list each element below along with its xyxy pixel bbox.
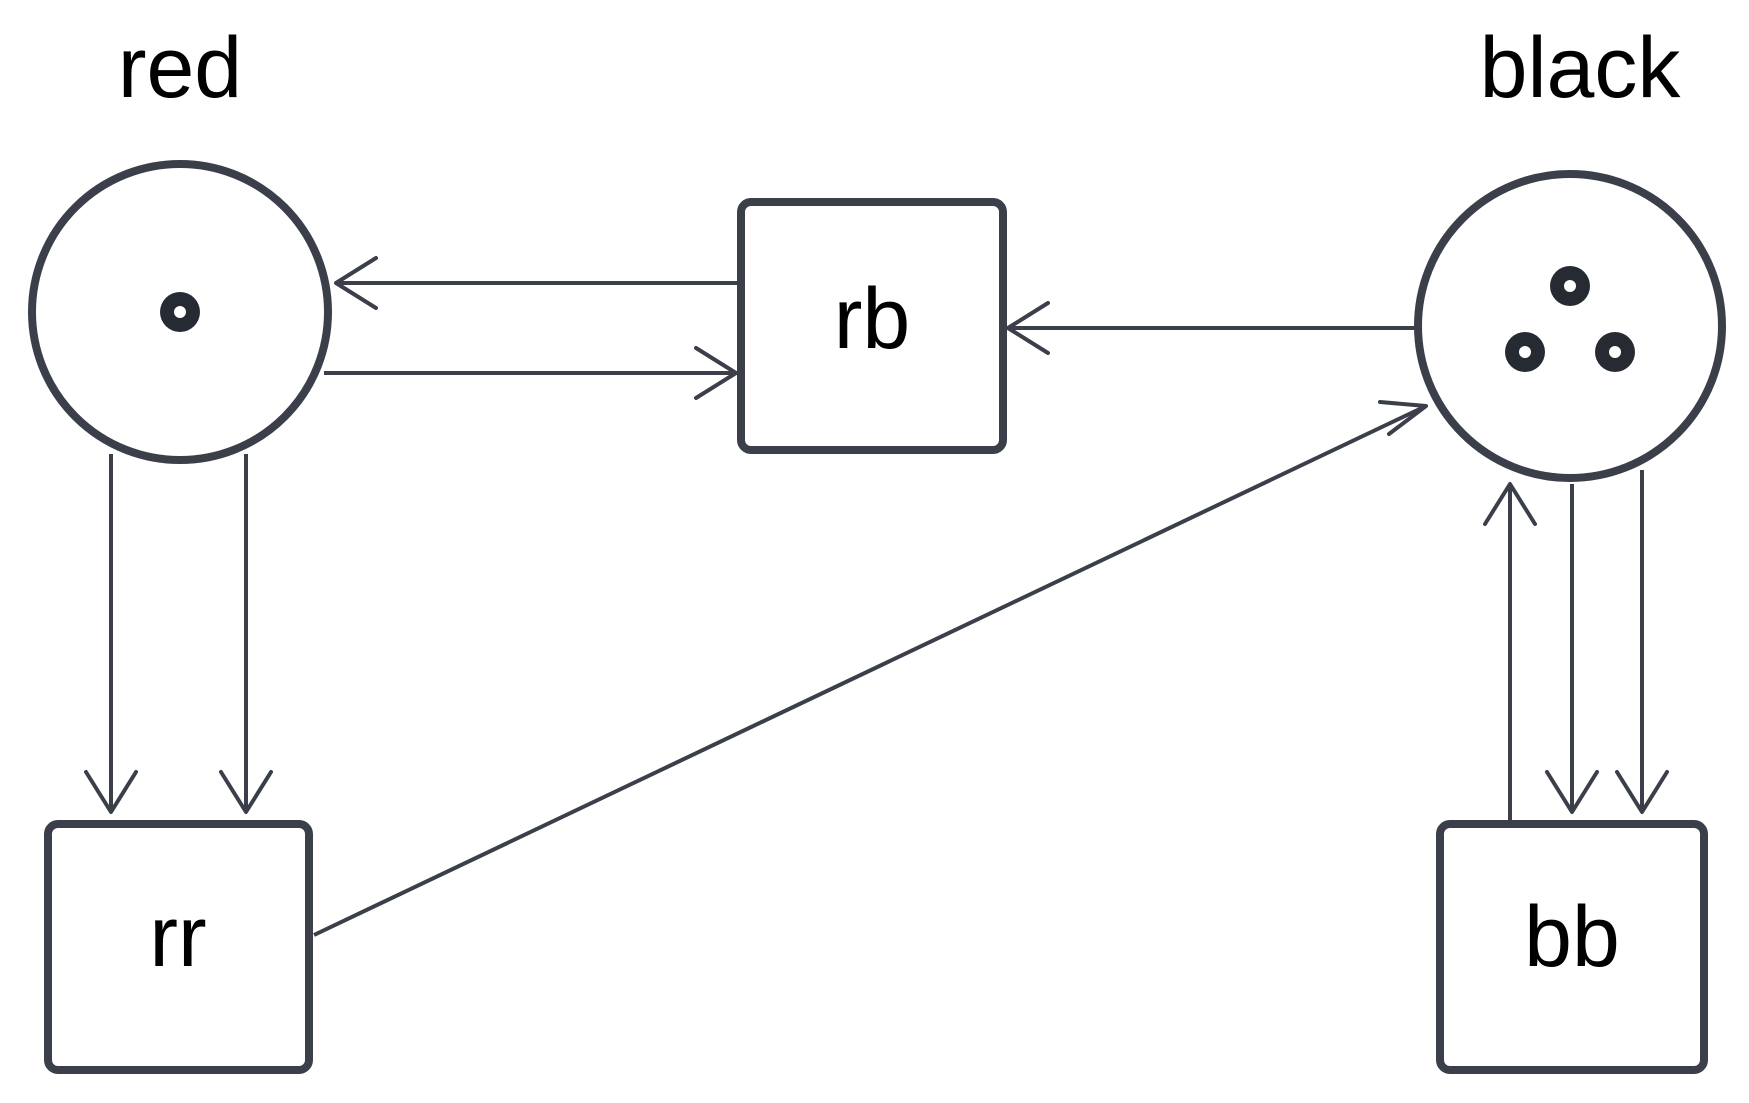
arc-bb-to-black[interactable] [1483, 482, 1537, 820]
transition-bb[interactable] [1436, 820, 1708, 1074]
arc-black-to-bb-1[interactable] [1545, 484, 1599, 814]
transition-label-rr: rr [149, 889, 206, 985]
arc-red-to-rr-1[interactable] [84, 454, 138, 814]
place-label-black: black [1480, 20, 1682, 116]
token-center-black-2 [1519, 346, 1531, 358]
transition-rb[interactable] [737, 198, 1007, 454]
token-center-red-1 [174, 306, 186, 318]
transition-rr[interactable] [44, 820, 313, 1074]
arc-rb-to-red[interactable] [334, 256, 738, 310]
arc-black-to-bb-2[interactable] [1615, 470, 1669, 814]
arc-rr-to-black[interactable] [313, 400, 1428, 937]
place-label-red: red [118, 20, 242, 116]
place-black[interactable] [1414, 170, 1726, 482]
transition-label-bb: bb [1524, 889, 1620, 985]
arc-red-to-rb[interactable] [324, 346, 738, 400]
tokens-layer [160, 266, 1635, 372]
arc-black-to-rb[interactable] [1006, 301, 1416, 355]
transition-label-rb: rb [834, 271, 910, 367]
token-center-black-3 [1609, 346, 1621, 358]
token-center-black-1 [1564, 280, 1576, 292]
arc-red-to-rr-2[interactable] [219, 454, 273, 814]
